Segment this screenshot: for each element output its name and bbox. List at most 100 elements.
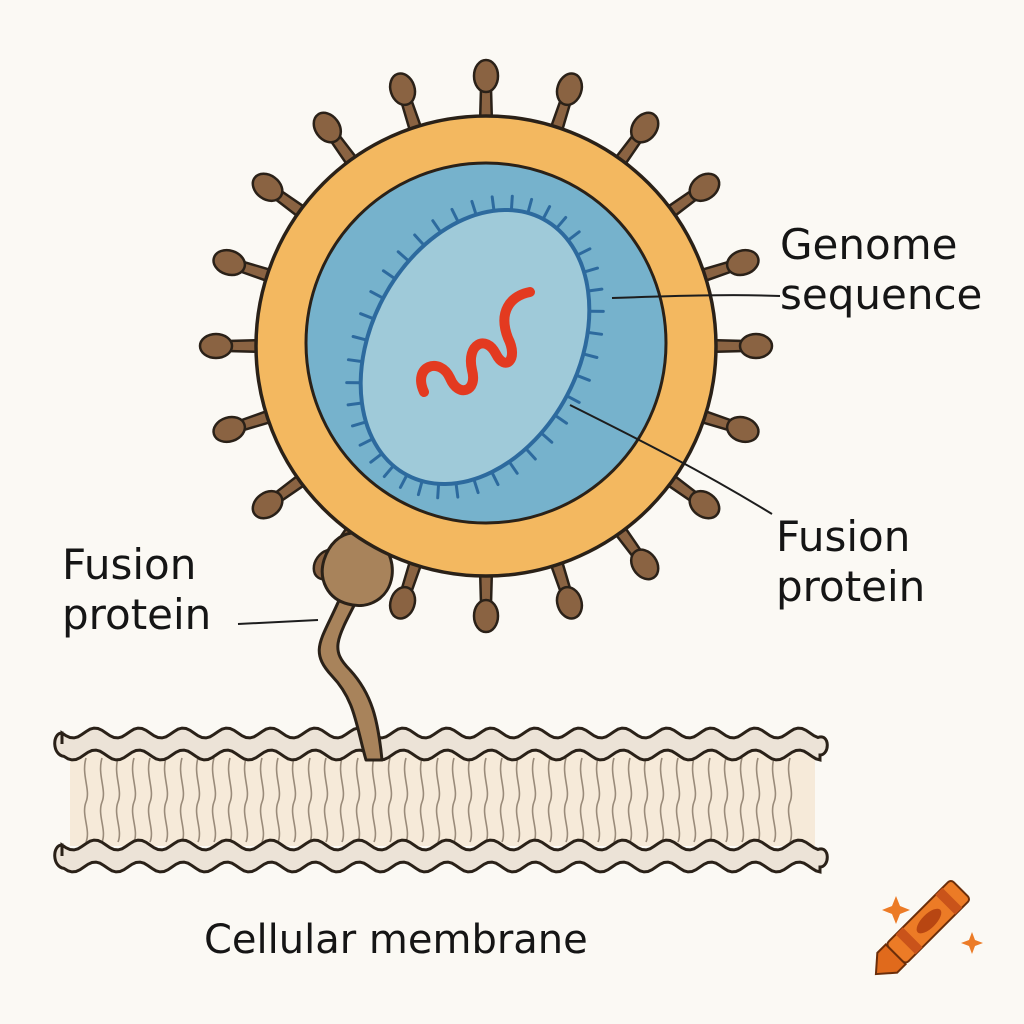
core-bristle <box>346 358 364 364</box>
lipid-tail <box>371 757 377 843</box>
core-bristle <box>586 330 604 336</box>
lipid-tail <box>163 757 169 843</box>
lipid-tail <box>723 757 729 843</box>
core-bristle <box>382 464 395 478</box>
leader-lines <box>237 294 781 625</box>
lipid-tail <box>339 757 345 843</box>
lipid-tail <box>627 757 633 843</box>
lipid-tail <box>611 757 617 843</box>
lipid-tail <box>195 757 201 843</box>
core-bristle <box>472 477 480 495</box>
lipid-tail <box>403 757 409 843</box>
lipid-tail <box>467 757 473 843</box>
core-bristle <box>541 205 552 221</box>
leader-line-fusion-right <box>569 404 773 515</box>
cellular-membrane <box>53 726 829 874</box>
anchored-fusion-protein <box>317 531 394 762</box>
lipid-tail <box>275 757 281 843</box>
fusion-protein-label-left-line1: Fusion <box>62 540 197 589</box>
core-bristle <box>454 481 460 499</box>
spike <box>547 553 584 620</box>
core-bristle <box>490 195 496 213</box>
lipid-tail <box>99 757 105 843</box>
lipid-tail <box>323 757 329 843</box>
lipid-tail <box>755 757 761 843</box>
core-bristle <box>359 312 376 321</box>
core-bristle <box>431 219 443 234</box>
lipid-tail <box>787 757 793 843</box>
lipid-tail <box>227 757 233 843</box>
fusion-protein-label-left: Fusion protein <box>62 540 211 640</box>
lipid-tail <box>515 757 521 843</box>
core-bristle <box>358 437 375 447</box>
core-bristle <box>436 482 441 500</box>
core-bristle <box>575 247 592 257</box>
crayon-icon <box>874 879 971 976</box>
lipid-tail <box>675 757 681 843</box>
lipid-tail <box>659 757 665 843</box>
core-bristle <box>582 266 599 274</box>
membrane-interior <box>70 752 815 846</box>
lipid-tail <box>771 757 777 843</box>
lipid-tail <box>707 757 713 843</box>
core-bristle <box>539 431 554 444</box>
core-bristle <box>566 230 581 242</box>
core-bristle <box>526 197 534 215</box>
lipid-tail <box>499 757 505 843</box>
lipid-tail <box>643 757 649 843</box>
lipid-tail <box>563 757 569 843</box>
core-bristle <box>381 269 397 281</box>
fusion-protein-label-right-line2: protein <box>776 562 926 611</box>
spike <box>706 332 774 360</box>
lipid-tail <box>291 757 297 843</box>
core-bristle <box>369 452 384 464</box>
lipid-tail <box>243 757 249 843</box>
core-bristle <box>509 194 514 212</box>
lipid-tail <box>355 757 361 843</box>
core-bristle <box>470 199 478 217</box>
fusion-protein-label-right-line1: Fusion <box>776 512 911 561</box>
membrane-bottom-layer <box>53 838 829 874</box>
lipid-tail <box>115 757 121 843</box>
leader-line-genome <box>611 294 781 299</box>
core-bristle <box>524 447 537 461</box>
lipid-tail <box>451 757 457 843</box>
genome-strand <box>416 287 535 397</box>
core-bristle <box>369 290 385 300</box>
membrane-top-layer <box>53 726 829 762</box>
lipid-tail <box>259 757 265 843</box>
membrane-lipid-tails <box>83 757 793 843</box>
core-bristle <box>565 394 581 404</box>
lipid-tail <box>595 757 601 843</box>
core-bristle <box>413 233 426 247</box>
genome-sequence-label: Genome sequence <box>780 220 982 320</box>
virus-particle <box>254 114 718 578</box>
lipid-tail <box>531 757 537 843</box>
lipid-tail <box>131 757 137 843</box>
lipid-tail <box>83 757 89 843</box>
genome-sequence-label-line1: Genome <box>780 220 958 269</box>
core-bristle <box>555 216 568 230</box>
sparkle-icon <box>961 932 983 954</box>
lipid-tail <box>435 757 441 843</box>
core-bristle <box>490 470 500 487</box>
lipid-tail <box>179 757 185 843</box>
core-bristle <box>450 207 460 224</box>
lipid-tail <box>579 757 585 843</box>
core-bristle <box>574 373 591 382</box>
lipid-tail <box>547 757 553 843</box>
core-bristle <box>553 413 569 425</box>
core-bristle <box>581 352 599 359</box>
fusion-protein-label-right: Fusion protein <box>776 512 925 612</box>
core-bristle <box>398 473 409 489</box>
lipid-tail <box>483 757 489 843</box>
lipid-tail <box>147 757 153 843</box>
core-bristle <box>396 250 411 263</box>
core-bristle <box>351 420 368 428</box>
lipid-tail <box>211 757 217 843</box>
core-bristle <box>351 335 369 342</box>
core-bristles <box>345 194 605 500</box>
fusion-protein-stalk <box>317 596 384 762</box>
lipid-tail <box>419 757 425 843</box>
